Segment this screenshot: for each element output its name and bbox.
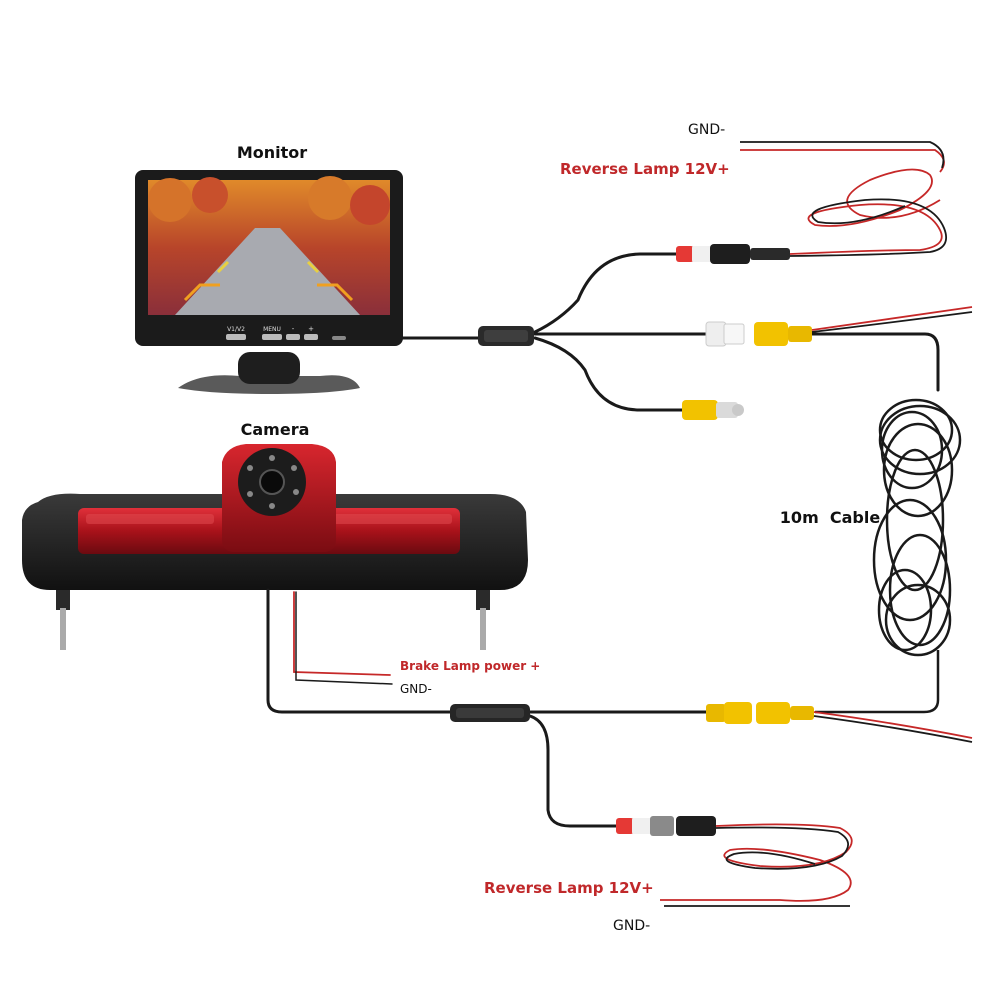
cable-coil [815,400,960,712]
camera-lens-icon [260,470,284,494]
camera-bolt-left [60,608,66,650]
cable-label: 10m Cable [780,508,881,527]
brake-lamp-label: Brake Lamp power + [400,659,540,673]
gnd-top-label: GND- [688,122,725,138]
monitor-stand-neck [238,352,300,384]
monitor-button-v-label: V1/V2 [227,326,245,333]
ir-led-icon [291,465,297,471]
video-cable-to-coil [812,334,938,390]
camera [22,444,528,650]
ir-led-icon [247,491,253,497]
ir-led-icon [269,503,275,509]
monitor-label: Monitor [237,143,307,162]
bottom-rca-pair [706,702,814,724]
top-power-wires [740,142,972,332]
monitor-button-menu-label: MENU [263,326,281,333]
monitor-trigger-rca [682,400,744,420]
reverse-lamp-top-label: Reverse Lamp 12V+ [560,160,730,178]
ir-led-icon [247,465,253,471]
monitor-trigger-branch [535,338,685,410]
ir-led-icon [293,489,299,495]
monitor-button-plus-label: + [308,325,314,333]
gnd-bottom-label: GND- [613,918,650,934]
bottom-power-wires [660,824,852,906]
bottom-power-connector [616,816,716,836]
bottom-right-wires [814,712,972,742]
power-button[interactable] [332,336,346,340]
camera-label: Camera [241,420,310,439]
reverse-lamp-bottom-label: Reverse Lamp 12V+ [484,879,654,897]
ir-led-icon [269,455,275,461]
monitor-power-branch [535,254,690,332]
camera-bolt-right [480,608,486,650]
gnd-brake-label: GND- [400,682,432,696]
monitor: V1/V2 MENU - + [135,170,403,394]
top-rca-pair [706,322,812,346]
top-power-connector [676,244,790,264]
